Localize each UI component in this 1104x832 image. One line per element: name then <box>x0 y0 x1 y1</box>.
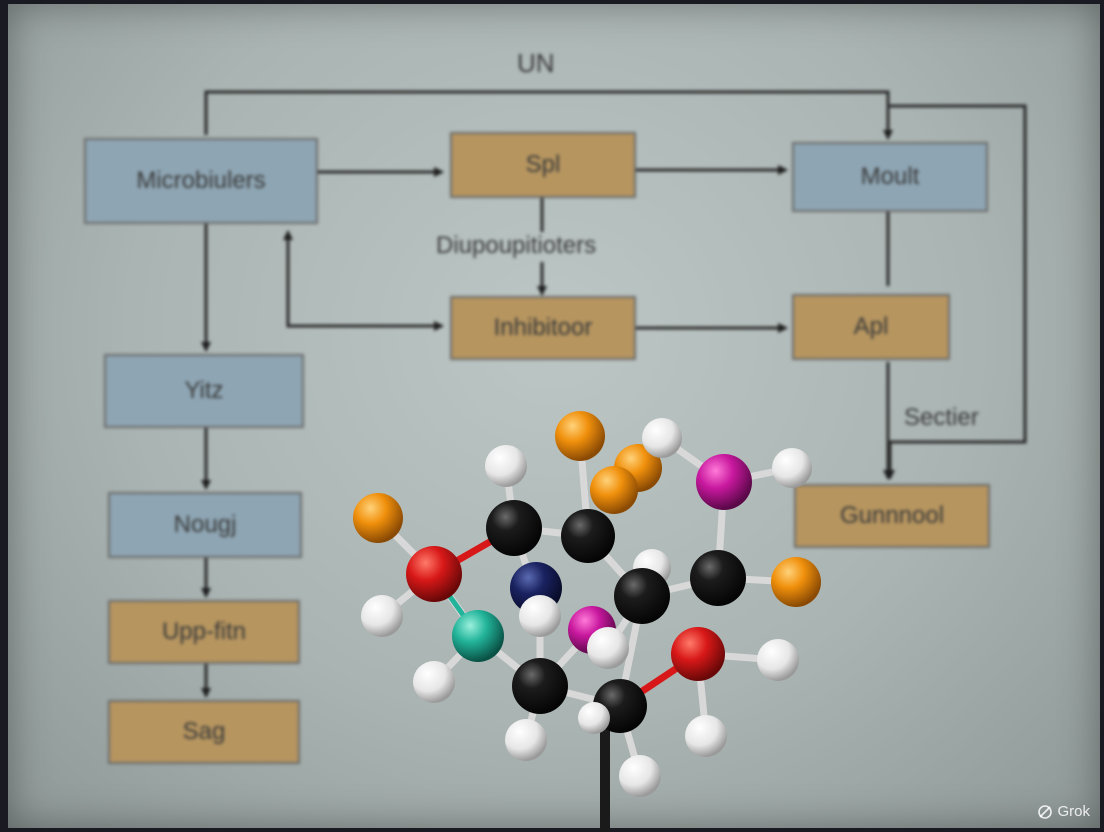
node-microbiulers: Microbiulers <box>84 138 318 224</box>
atom-hydrogen <box>685 715 727 757</box>
diagram-top-label: UN <box>517 48 555 78</box>
atom-hydrogen <box>578 702 610 734</box>
atom-orange-left <box>353 493 403 543</box>
atom-oxygen <box>406 546 462 602</box>
grok-logo-icon <box>1038 804 1053 819</box>
label-diupoupitioters: Diupoupitioters <box>436 232 597 259</box>
atom-orange-top <box>555 411 605 461</box>
atom-hydrogen <box>587 627 629 669</box>
atom-carbon <box>561 509 615 563</box>
model-stand <box>600 700 610 832</box>
label-sectier: Sectier <box>904 404 979 431</box>
watermark-text: Grok <box>1057 803 1090 820</box>
node-gunnnool: Gunnnool <box>794 484 990 548</box>
atom-hydrogen <box>361 595 403 637</box>
node-upp-fitn: Upp-fitn <box>108 600 300 664</box>
node-nougj: Nougj <box>108 492 302 558</box>
connector-right-loop <box>885 104 1027 480</box>
atom-hydrogen <box>772 448 812 488</box>
node-inhibitoor: Inhibitoor <box>450 296 636 360</box>
atom-orange <box>590 466 638 514</box>
watermark: Grok <box>1037 803 1090 820</box>
atom-magenta <box>696 454 752 510</box>
node-apl: Apl <box>792 294 950 360</box>
atom-carbon <box>512 658 568 714</box>
atom-orange-right <box>771 557 821 607</box>
node-moult: Moult <box>792 142 988 212</box>
atom-carbon <box>690 550 746 606</box>
atom-oxygen <box>671 627 725 681</box>
atom-carbon <box>486 500 542 556</box>
connector-top-loop <box>204 90 893 140</box>
atom-hydrogen <box>519 595 561 637</box>
atom-hydrogen <box>619 755 661 797</box>
atom-hydrogen <box>505 719 547 761</box>
atom-teal <box>452 610 504 662</box>
atom-carbon <box>614 568 670 624</box>
node-spl: Spl <box>450 132 636 198</box>
node-sag: Sag <box>108 700 300 764</box>
molecule-atoms <box>353 411 821 797</box>
connector-bidirectional <box>286 232 444 331</box>
node-yitz: Yitz <box>104 354 304 428</box>
atom-hydrogen <box>413 661 455 703</box>
atom-hydrogen <box>642 418 682 458</box>
atom-hydrogen <box>757 639 799 681</box>
atom-hydrogen <box>485 445 527 487</box>
